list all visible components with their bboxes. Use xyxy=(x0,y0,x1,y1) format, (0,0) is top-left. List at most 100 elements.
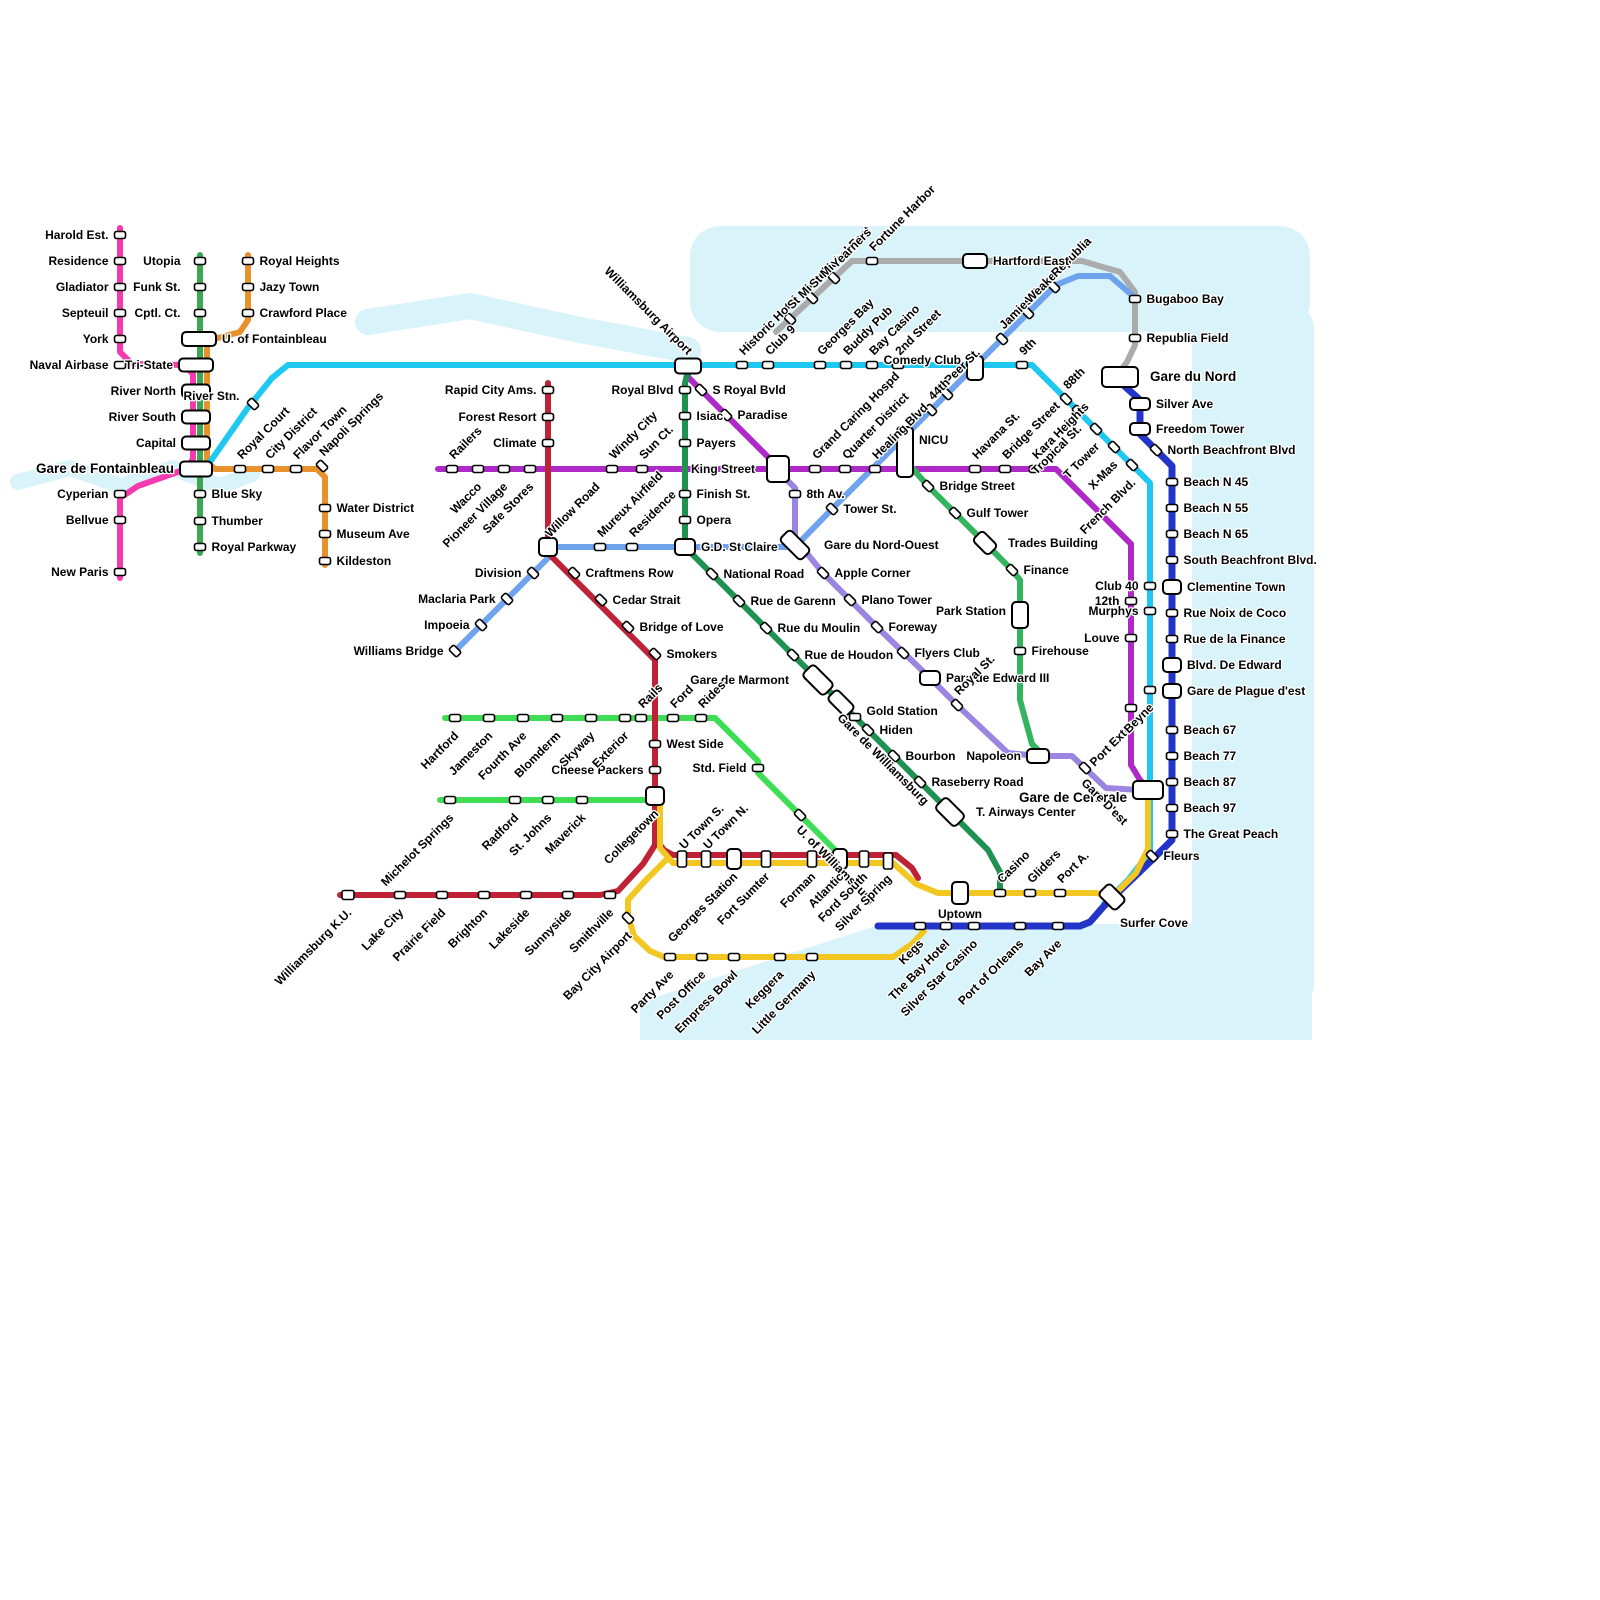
station-t-airways-center xyxy=(935,797,965,827)
station-cyperian xyxy=(113,489,127,499)
station-bridge-of-love xyxy=(621,620,635,634)
station-label-royal-blvd: Royal Blvd xyxy=(611,383,673,397)
station-louve xyxy=(1124,633,1138,643)
station-label-12th: 12th xyxy=(1095,594,1120,608)
station-marker xyxy=(1051,921,1065,931)
station-label-thumber: Thumber xyxy=(212,514,264,528)
station-label-craftmens-row: Craftmens Row xyxy=(586,566,675,580)
station-marker xyxy=(1124,703,1138,713)
station-hartford xyxy=(448,713,462,723)
water-area xyxy=(1192,300,1314,1014)
station-mureux-airfield xyxy=(593,542,607,552)
station-post-office xyxy=(695,952,709,962)
station-marker xyxy=(113,360,127,370)
station-marker xyxy=(705,567,719,581)
station-label-cheese-packers: Cheese Packers xyxy=(551,763,643,777)
station-foreway xyxy=(870,620,884,634)
station-label-x-mas: X-Mas xyxy=(1085,457,1120,492)
station-jameston xyxy=(482,713,496,723)
station-marker xyxy=(865,256,879,266)
station-marker xyxy=(648,647,662,661)
station-label-museum-ave: Museum Ave xyxy=(337,527,410,541)
station-beach-97 xyxy=(1165,803,1179,813)
station-marker xyxy=(523,464,537,474)
station-marker xyxy=(1128,333,1142,343)
station-marker xyxy=(1125,458,1139,472)
station-ford-south xyxy=(858,850,870,868)
station-marker xyxy=(865,360,879,370)
station-marker xyxy=(1165,477,1179,487)
station-marker xyxy=(887,749,901,763)
station-marker xyxy=(663,952,677,962)
station-label-beach-97: Beach 97 xyxy=(1184,801,1237,815)
station-label-jazy-town: Jazy Town xyxy=(260,280,320,294)
station-cptl-ct xyxy=(193,308,207,318)
station-label-climate: Climate xyxy=(493,436,537,450)
station-u-town-n xyxy=(700,850,712,868)
station-u-of-fontainbleau xyxy=(181,331,217,347)
station-marker xyxy=(541,795,555,805)
station-south-beachfront-blvd xyxy=(1165,555,1179,565)
station-label-rue-du-moulin: Rue du Moulin xyxy=(778,621,861,635)
station-st-michel xyxy=(783,312,797,326)
station-label-gladiator: Gladiator xyxy=(56,280,109,294)
station-label-isiac: Isiac xyxy=(697,409,724,423)
station-marker xyxy=(193,308,207,318)
station-label-park-station: Park Station xyxy=(936,604,1006,618)
station-x-mas xyxy=(1107,440,1121,454)
station-label-comedy-club: Comedy Club xyxy=(884,353,961,367)
station-marker xyxy=(1165,777,1179,787)
station-marker xyxy=(341,889,355,901)
station-label-std-field: Std. Field xyxy=(693,761,747,775)
station-marker xyxy=(1165,529,1179,539)
station-safe-stores xyxy=(523,464,537,474)
station-atlantic xyxy=(832,848,848,870)
station-healing-blvd xyxy=(868,464,882,474)
station-label-apple-corner: Apple Corner xyxy=(835,566,911,580)
station-funk-st xyxy=(193,282,207,292)
station-club-40 xyxy=(1143,581,1157,591)
station-bugaboo-bay xyxy=(1128,294,1142,304)
station-marker xyxy=(998,464,1012,474)
station-cheese-packers xyxy=(648,765,662,775)
station-gliders xyxy=(1023,888,1037,898)
station-marker xyxy=(625,542,639,552)
station-marker xyxy=(1165,634,1179,644)
station-new-paris xyxy=(113,567,127,577)
station-label-paradise: Paradise xyxy=(738,408,788,422)
station-royal-parkway xyxy=(193,542,207,552)
station-williams-bridge xyxy=(448,644,462,658)
station-smokers xyxy=(648,647,662,661)
station-label-water-district: Water District xyxy=(337,501,415,515)
station-york xyxy=(113,334,127,344)
station-marker xyxy=(318,556,332,566)
station-prairie-field xyxy=(435,890,449,900)
station-gare-de-centrale xyxy=(1132,780,1164,800)
station-willow-road xyxy=(538,537,558,557)
station-12th xyxy=(1124,596,1138,606)
station-radford xyxy=(508,795,522,805)
station-marker xyxy=(678,489,692,499)
station-marker xyxy=(759,621,773,635)
station-museum-ave xyxy=(318,529,332,539)
station-marker xyxy=(635,464,649,474)
interchange-marker xyxy=(1129,422,1151,436)
station-smithville xyxy=(603,890,617,900)
interchange-marker xyxy=(538,537,558,557)
station-label-royal-parkway: Royal Parkway xyxy=(212,540,297,554)
station-rue-noix-de-coco xyxy=(1165,608,1179,618)
station-marker xyxy=(678,515,692,525)
station-marker xyxy=(448,644,462,658)
station-marker xyxy=(1145,849,1159,863)
station-port-of-orleans xyxy=(1013,921,1027,931)
station-utopia xyxy=(193,256,207,266)
station-label-crawford-place: Crawford Place xyxy=(260,306,348,320)
station-label-finance: Finance xyxy=(1024,563,1070,577)
station-gare-de-plague-d-est xyxy=(1162,683,1182,699)
station-bellvue xyxy=(113,515,127,525)
line-darkred-east xyxy=(652,835,921,881)
station-river-stn xyxy=(246,397,260,411)
station-lake-city xyxy=(393,890,407,900)
station-flyers-club xyxy=(896,646,910,660)
station-marker xyxy=(808,464,822,474)
